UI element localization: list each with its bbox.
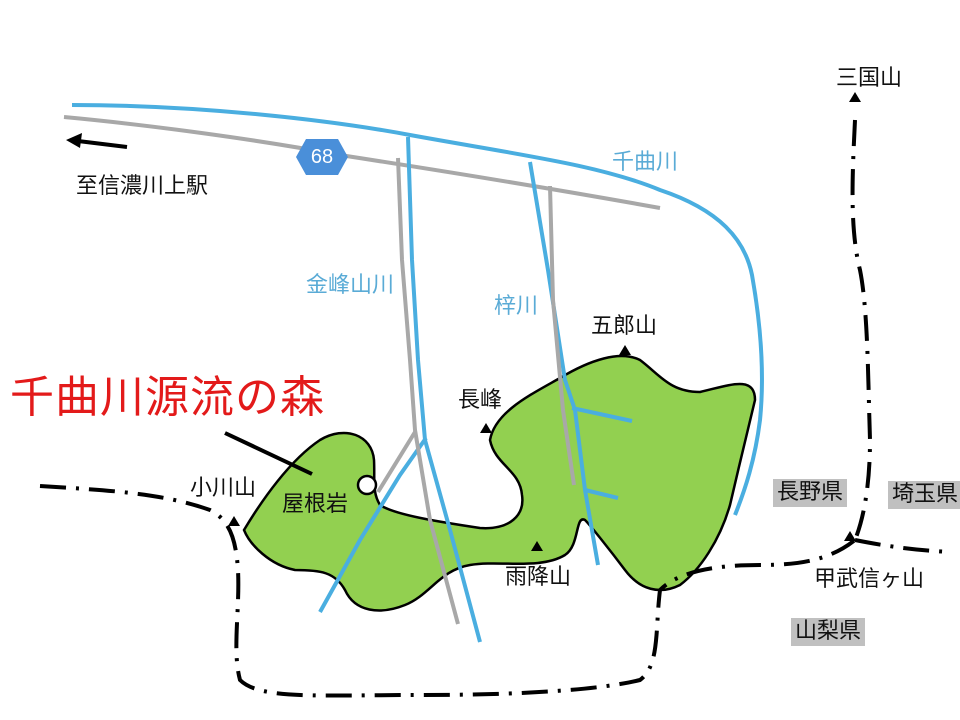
road-azusa xyxy=(548,185,576,486)
hexagon-route-shield-icon xyxy=(296,139,348,175)
river-kinpusan-branch xyxy=(318,436,428,613)
mountain-label-goro: 五郎山 xyxy=(591,314,658,339)
prefecture-label-saitama: 埼玉県 xyxy=(888,481,960,509)
road-kinpusan-branch xyxy=(376,430,417,494)
mountain-icon-amafuri xyxy=(531,541,543,551)
boundary-east xyxy=(854,538,951,554)
mountain-label-ogawa: 小川山 xyxy=(190,476,257,501)
mountain-label-amafuri: 雨降山 xyxy=(505,565,572,590)
road-kinpusan xyxy=(396,157,460,625)
mountain-label-nagamine: 長峰 xyxy=(458,388,503,413)
river-label-chikuma: 千曲川 xyxy=(612,150,679,175)
river-azusa-branch-1 xyxy=(571,406,633,423)
river-kinpusan xyxy=(406,136,482,643)
direction-arrow-line xyxy=(77,139,128,149)
arrow-left-icon xyxy=(66,133,82,148)
boundary-west xyxy=(39,484,857,698)
yaneiwa-marker[interactable] xyxy=(356,474,378,496)
mountain-icon-mikuni xyxy=(849,92,861,102)
mountain-icon-goro xyxy=(619,345,631,355)
route-number: 68 xyxy=(310,146,334,168)
prefecture-label-nagano: 長野県 xyxy=(773,479,848,507)
landmark-label-yaneiwa: 屋根岩 xyxy=(282,492,349,517)
river-azusa xyxy=(528,161,600,566)
river-label-azusa: 梓川 xyxy=(494,294,539,319)
mountain-icon-nagamine xyxy=(480,423,492,433)
page-title: 千曲川源流の森 xyxy=(10,372,325,423)
river-azusa-branch-2 xyxy=(584,488,619,500)
title-leader-line xyxy=(224,431,313,476)
route-shield: 68 xyxy=(296,139,348,175)
river-label-kinpusan: 金峰山川 xyxy=(306,273,395,298)
direction-label: 至信濃川上駅 xyxy=(76,174,209,199)
mountain-icon-ogawa xyxy=(228,516,240,526)
prefecture-label-yamanashi: 山梨県 xyxy=(791,618,866,646)
river-chikuma xyxy=(71,103,764,516)
mountain-label-kobushi: 甲武信ヶ山 xyxy=(814,567,925,592)
boundary-north xyxy=(850,119,873,541)
mountain-icon-kobushi xyxy=(844,531,856,541)
mountain-label-mikuni: 三国山 xyxy=(836,66,903,91)
